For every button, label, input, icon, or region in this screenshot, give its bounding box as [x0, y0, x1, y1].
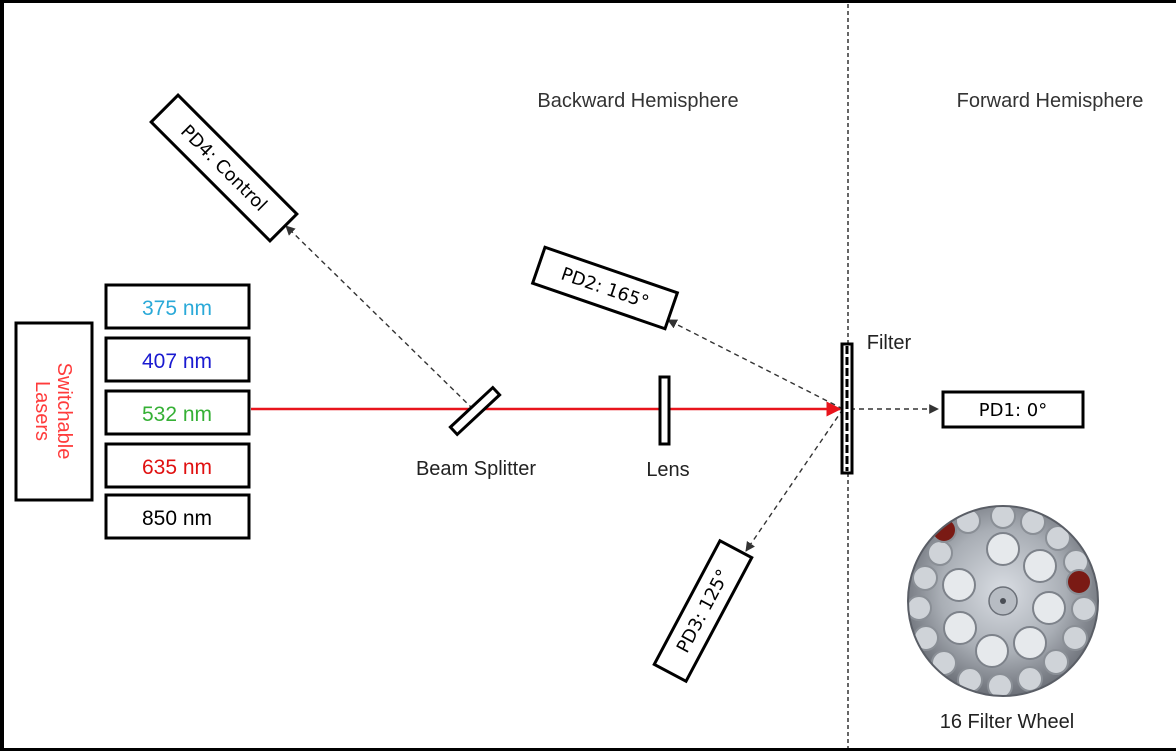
- filter-wheel-label: 16 Filter Wheel: [940, 711, 1075, 733]
- backward-hemisphere-label: Backward Hemisphere: [537, 90, 738, 112]
- path-to-pd4: [285, 225, 474, 410]
- wavelength-407: 407 nm: [104, 336, 251, 383]
- wavelength-635: 635 nm: [104, 442, 251, 489]
- pd4-detector: PD4: Control: [149, 93, 299, 243]
- filter-wheel-image: [907, 505, 1099, 697]
- wavelength-532: 532 nm: [104, 389, 251, 436]
- wavelength-407-label: 407 nm: [142, 350, 212, 373]
- lens-label: Lens: [646, 459, 689, 481]
- path-to-pd2: [667, 319, 844, 410]
- switchable-lasers-box: Switchable Lasers: [14, 321, 94, 502]
- wavelength-list: 375 nm 407 nm 532 nm 635 nm 850 nm: [104, 283, 251, 540]
- wavelength-850: 850 nm: [104, 493, 251, 540]
- wavelength-635-label: 635 nm: [142, 456, 212, 479]
- pd1-label: PD1: 0°: [979, 400, 1047, 421]
- pd3-detector: PD3: 125°: [652, 538, 754, 684]
- wavelength-850-label: 850 nm: [142, 507, 212, 530]
- forward-hemisphere-label: Forward Hemisphere: [957, 90, 1144, 112]
- pd1-detector: PD1: 0°: [941, 390, 1085, 429]
- pd4-label: PD4: Control: [176, 121, 271, 216]
- wavelength-375-label: 375 nm: [142, 297, 212, 320]
- beam-splitter: [448, 385, 502, 437]
- beam-splitter-label: Beam Splitter: [416, 458, 536, 480]
- filter-label: Filter: [867, 332, 912, 354]
- switchable-label: Switchable: [53, 363, 75, 460]
- lasers-label: Lasers: [31, 381, 53, 441]
- path-to-pd3: [745, 408, 844, 552]
- wavelength-532-label: 532 nm: [142, 403, 212, 426]
- pd2-detector: PD2: 165°: [530, 245, 680, 331]
- lens: [658, 375, 671, 446]
- wavelength-375: 375 nm: [104, 283, 251, 330]
